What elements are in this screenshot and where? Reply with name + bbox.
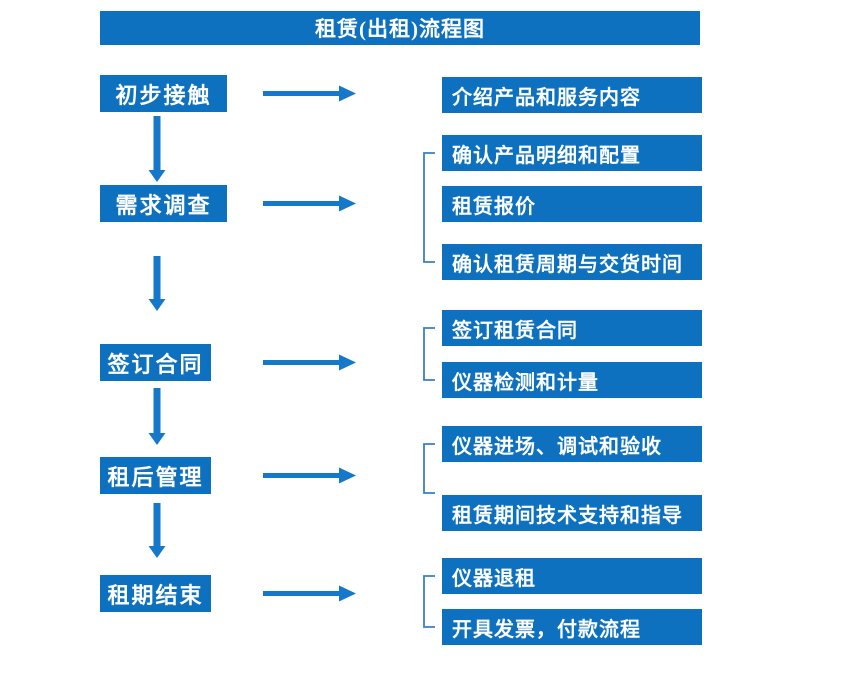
arrow-right-icon <box>263 195 356 212</box>
detail-box-introduce-products-services: 介绍产品和服务内容 <box>442 77 702 113</box>
group-bracket <box>423 152 435 263</box>
group-bracket <box>423 575 435 628</box>
arrow-right-icon <box>263 585 356 602</box>
arrow-right-icon <box>263 467 356 484</box>
step-box-contract-signing: 签订合同 <box>100 344 211 381</box>
detail-box-instrument-testing-measurement: 仪器检测和计量 <box>442 362 702 398</box>
detail-box-instrument-entry-commissioning-acceptance: 仪器进场、调试和验收 <box>442 426 702 462</box>
arrow-down-icon <box>148 503 166 558</box>
detail-box-rental-quotation: 租赁报价 <box>442 186 702 222</box>
step-box-lease-end: 租期结束 <box>100 575 211 612</box>
step-box-initial-contact: 初步接触 <box>100 75 227 112</box>
arrow-right-icon <box>263 85 356 102</box>
arrow-down-icon <box>148 116 166 182</box>
detail-box-invoicing-payment-process: 开具发票，付款流程 <box>442 609 702 645</box>
arrow-down-icon <box>148 256 166 311</box>
step-box-post-rental-management: 租后管理 <box>100 457 211 494</box>
group-bracket <box>423 327 435 381</box>
detail-box-technical-support-during-rental: 租赁期间技术支持和指导 <box>442 495 702 531</box>
detail-box-confirm-rental-period-delivery: 确认租赁周期与交货时间 <box>442 244 702 280</box>
detail-box-sign-rental-contract: 签订租赁合同 <box>442 310 702 346</box>
step-box-demand-survey: 需求调查 <box>100 185 227 222</box>
arrow-right-icon <box>263 354 356 371</box>
flowchart-title: 租赁(出租)流程图 <box>100 11 700 45</box>
arrow-down-icon <box>148 388 166 445</box>
detail-box-confirm-product-details-config: 确认产品明细和配置 <box>442 135 702 171</box>
group-bracket <box>423 443 435 494</box>
detail-box-instrument-return: 仪器退租 <box>442 558 702 594</box>
